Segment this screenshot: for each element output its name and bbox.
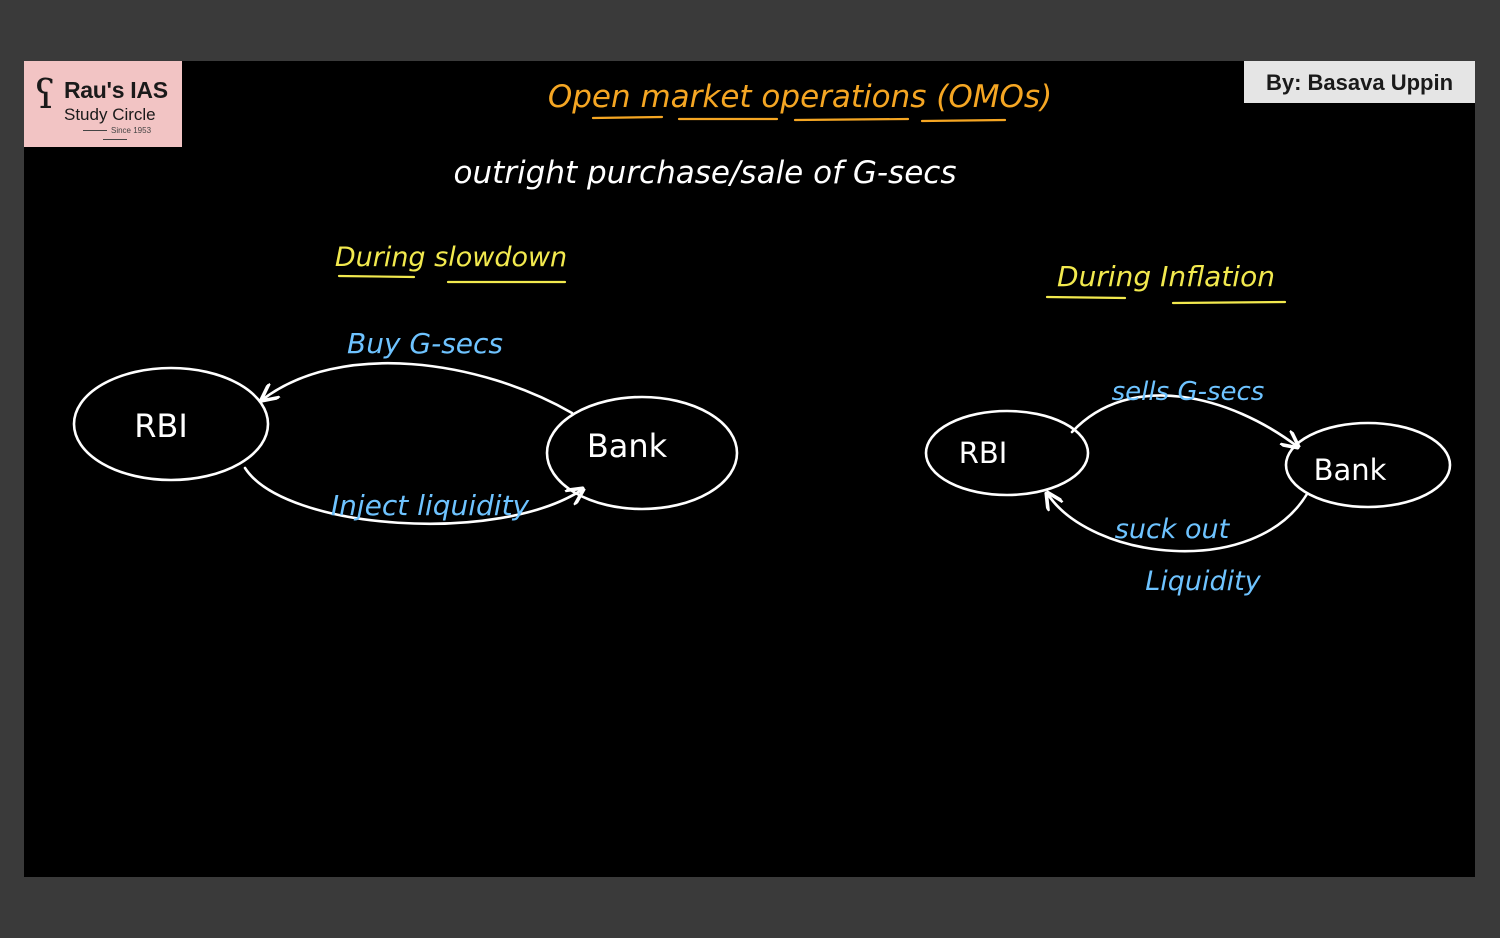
slowdown-heading-underline [337,274,567,284]
inflation-bank-label: Bank [1314,453,1387,487]
inflation-rbi-label: RBI [959,436,1008,470]
slowdown-inject-label: Inject liquidity [331,489,530,522]
slowdown-inject-arrow [243,466,583,525]
slowdown-buy-arrow [262,361,574,415]
inflation-liquidity-label: Liquidity [1145,566,1262,597]
slowdown-bank-node [545,395,739,511]
inflation-rbi-node [924,409,1090,497]
inflation-sells-arrow [1070,394,1298,447]
logo-emblem-icon: ʕ [34,72,56,118]
slowdown-buy-label: Buy G-secs [347,327,503,360]
page-subtitle: outright purchase/sale of G-secs [454,155,957,191]
logo-title: Rau's IAS [64,77,168,103]
page-title: Open market operations (OMOs) [548,79,1052,115]
inflation-sells-label: sells G-secs [1112,377,1265,407]
inflation-heading-underline [1045,295,1287,305]
whiteboard-canvas [24,61,1475,877]
slowdown-heading: During slowdown [335,242,567,273]
inflation-suck-label: suck out [1115,514,1231,545]
logo-since: Since 1953 [64,126,166,144]
inflation-suck-arrow [1047,493,1309,553]
author-byline: By: Basava Uppin [1244,61,1475,103]
slowdown-bank-label: Bank [587,427,668,465]
title-underlines [591,115,1007,123]
logo-subtitle: Study Circle [64,105,156,124]
slowdown-rbi-label: RBI [134,407,188,445]
inflation-heading: During Inflation [1057,260,1275,293]
slowdown-rbi-node [72,366,270,482]
inflation-bank-node [1284,421,1452,509]
brand-logo: ʕ Rau's IAS Study Circle Since 1953 [24,61,182,147]
